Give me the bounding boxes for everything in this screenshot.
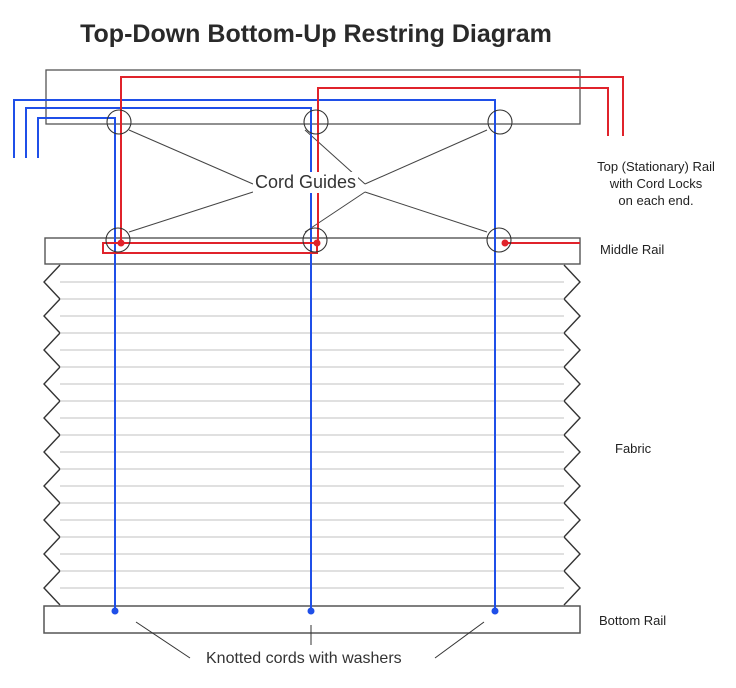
top-rail-label-line-1: Top (Stationary) Rail xyxy=(597,159,715,174)
red-cord-anchors xyxy=(117,239,509,247)
top-rail xyxy=(45,69,581,125)
cord-guide-middle-right xyxy=(486,227,512,253)
red-cord-left xyxy=(120,76,624,243)
knot-leader-lines xyxy=(135,621,485,659)
cord-guides xyxy=(105,109,513,253)
cord-guides-label: Cord Guides xyxy=(253,172,359,193)
blue-cord-center xyxy=(25,107,312,611)
fabric-right-edge xyxy=(563,264,581,606)
fabric-left-edge xyxy=(43,264,61,606)
diagram-title: Top-Down Bottom-Up Restring Diagram xyxy=(80,20,552,48)
knotted-cords-label: Knotted cords with washers xyxy=(206,650,402,667)
cord-guide-top-right xyxy=(487,109,513,135)
middle-rail xyxy=(44,237,581,265)
middle-rail-label: Middle Rail xyxy=(600,242,665,257)
cord-guide-middle-left xyxy=(105,227,131,253)
blue-cord-right xyxy=(13,99,496,611)
red-cords xyxy=(102,76,624,254)
cord-guide-middle-center xyxy=(302,227,328,253)
fabric-label: Fabric xyxy=(615,441,652,456)
cord-guide-top-center xyxy=(303,109,329,135)
cord-guide-top-left xyxy=(106,109,132,135)
red-cord-center xyxy=(102,87,609,254)
blue-cord-left xyxy=(37,117,116,611)
top-rail-label: Top (Stationary) Rail with Cord Locks on… xyxy=(578,158,734,209)
blue-cords xyxy=(13,99,496,611)
top-rail-label-line-3: on each end. xyxy=(618,193,694,208)
bottom-rail-label: Bottom Rail xyxy=(599,613,667,628)
cord-guide-lines xyxy=(128,129,488,233)
cord-knots xyxy=(111,607,499,615)
top-rail-label-line-2: with Cord Locks xyxy=(609,176,703,191)
